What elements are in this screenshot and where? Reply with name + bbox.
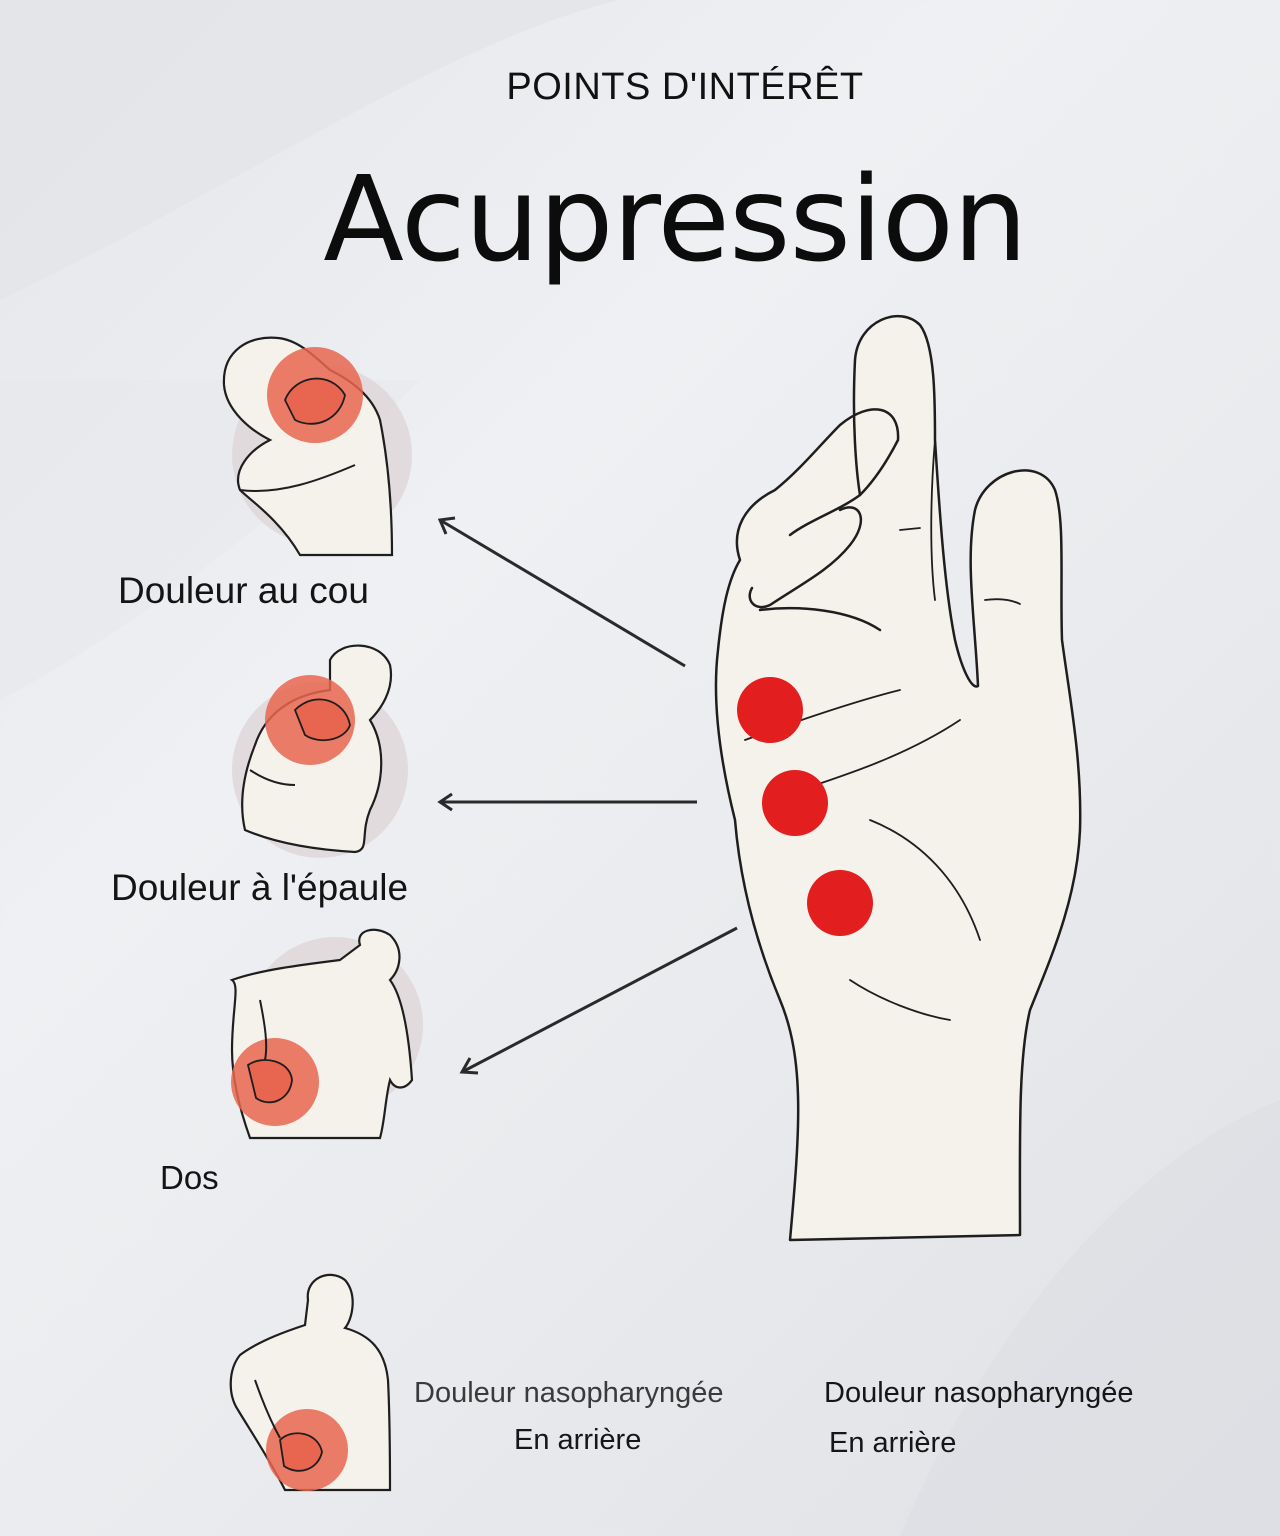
page-subtitle: POINTS D'INTÉRÊT: [506, 66, 864, 108]
page-title: Acupression: [323, 150, 1027, 288]
label-shoulder-pain: Douleur à l'épaule: [111, 867, 409, 908]
neck-pain-figure: [222, 336, 412, 557]
arrow-to-back: [459, 926, 738, 1075]
caption-1-line1: Douleur nasopharyngée: [414, 1377, 724, 1409]
acupoint-3: [807, 870, 873, 936]
back-pain-figure: [229, 928, 423, 1140]
acupoint-2: [762, 770, 828, 836]
arrow-to-shoulder: [437, 792, 697, 812]
caption-2-line1: Douleur nasopharyngée: [824, 1377, 1134, 1409]
caption-1-line2: En arrière: [514, 1424, 642, 1456]
label-neck-pain: Douleur au cou: [118, 570, 369, 611]
lower-back-pain-figure: [229, 1273, 392, 1492]
shoulder-pain-figure: [232, 644, 408, 858]
hand-illustration: [714, 314, 1082, 1242]
acupoints: [737, 677, 873, 936]
arrow-to-neck: [437, 516, 686, 668]
caption-2-line2: En arrière: [829, 1427, 957, 1459]
acupoint-1: [737, 677, 803, 743]
label-back: Dos: [160, 1159, 219, 1196]
